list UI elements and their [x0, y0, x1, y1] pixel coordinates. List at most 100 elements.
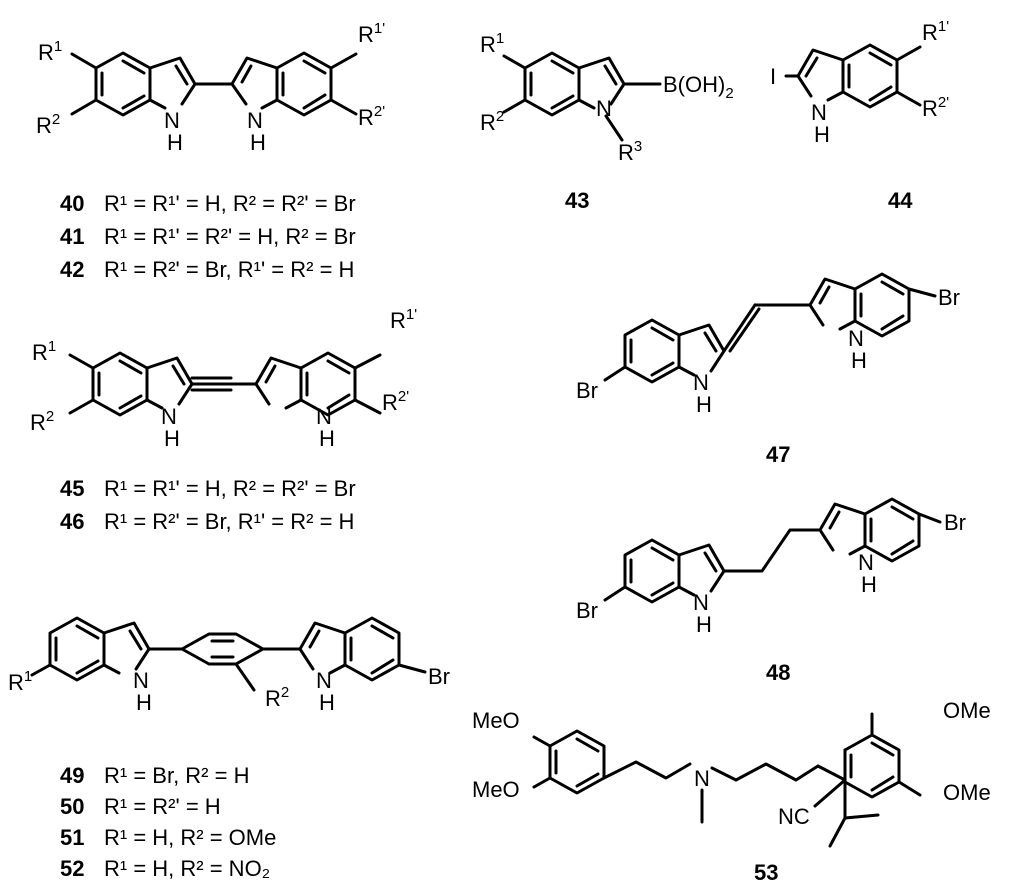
- r2-label: R: [265, 686, 281, 711]
- r1-prime-label: R: [358, 22, 374, 47]
- r2-label: R: [30, 410, 46, 435]
- h-label: H: [136, 690, 152, 715]
- boronic-acid-label: B(OH): [663, 72, 725, 97]
- vinylene-bisindole-structure: [603, 272, 937, 384]
- compound-formula: R¹ = R¹' = H, R² = R²' = Br: [104, 191, 356, 216]
- svg-text:R3: R3: [618, 138, 642, 165]
- bromo-label: Br: [576, 378, 598, 403]
- compound-formula: R¹ = R²' = Br, R¹' = R² = H: [104, 509, 354, 534]
- biindole-structure: [70, 51, 358, 117]
- r3-label: R: [618, 140, 634, 165]
- bromo-label: Br: [944, 510, 966, 535]
- compound-number: 45: [60, 476, 84, 501]
- boronic-acid-structure: [502, 51, 662, 142]
- nh-label: N: [693, 590, 709, 615]
- bromo-label: Br: [938, 285, 960, 310]
- amine-n-label: N: [694, 766, 710, 791]
- nh-label: N: [164, 108, 180, 133]
- nh-label: N: [858, 550, 874, 575]
- compound-number: 50: [60, 794, 84, 819]
- h-label: H: [164, 426, 180, 451]
- h-label: H: [861, 572, 877, 597]
- r1-label: R: [32, 340, 48, 365]
- h-label: H: [167, 130, 183, 155]
- compound-formula: R¹ = R¹' = R²' = H, R² = Br: [104, 224, 356, 249]
- svg-text:R2': R2': [922, 94, 949, 121]
- nitrile-label: NC: [778, 804, 810, 829]
- svg-text:R1': R1': [358, 20, 385, 47]
- r1-label: R: [38, 40, 54, 65]
- compound-formula: R¹ = R²' = Br, R¹' = R² = H: [104, 257, 354, 282]
- ethylene-bisindole-structure: [603, 497, 942, 604]
- svg-text:R1': R1': [390, 306, 417, 333]
- nh-label: N: [848, 326, 864, 351]
- methoxy-label: OMe: [943, 780, 991, 805]
- bromo-label: Br: [576, 598, 598, 623]
- svg-text:B(OH)2: B(OH)2: [663, 72, 734, 102]
- methoxy-label: MeO: [472, 708, 520, 733]
- nh-label: N: [247, 108, 263, 133]
- r2-prime-label: R: [358, 105, 374, 130]
- h-label: H: [851, 348, 867, 373]
- nh-label: N: [316, 668, 332, 693]
- compound-number: 48: [766, 660, 790, 685]
- n-label: N: [596, 96, 612, 121]
- r1-prime-label: R: [922, 20, 938, 45]
- h-label: H: [696, 612, 712, 637]
- h-label: H: [696, 392, 712, 417]
- nh-label: N: [133, 668, 149, 693]
- r1-prime-label: R: [390, 308, 406, 333]
- compound-number: 42: [60, 257, 84, 282]
- compound-formula: R¹ = H, R² = OMe: [104, 825, 276, 850]
- svg-text:R2': R2': [358, 103, 385, 130]
- nh-label: N: [316, 404, 332, 429]
- h-label: H: [250, 130, 266, 155]
- r2-prime-label: R: [382, 390, 398, 415]
- nh-label: N: [811, 100, 827, 125]
- nh-label: N: [161, 404, 177, 429]
- compound-number: 40: [60, 191, 84, 216]
- h-label: H: [319, 426, 335, 451]
- bromo-label: Br: [428, 664, 450, 689]
- compound-number: 51: [60, 825, 84, 850]
- compound-number: 43: [565, 188, 589, 213]
- methoxy-label: MeO: [472, 777, 520, 802]
- nh-label: N: [693, 370, 709, 395]
- svg-text:R1: R1: [8, 668, 32, 695]
- svg-text:R2: R2: [30, 408, 54, 435]
- compound-number: 49: [60, 763, 84, 788]
- r1-label: R: [480, 32, 496, 57]
- svg-text:R1: R1: [38, 38, 62, 65]
- svg-text:R2: R2: [265, 684, 289, 711]
- compound-formula: R¹ = R²' = H: [104, 794, 221, 819]
- h-label: H: [319, 690, 335, 715]
- methoxy-label: OMe: [943, 698, 991, 723]
- svg-text:R1': R1': [922, 18, 949, 45]
- alkyne-bisindole-structure: [68, 351, 382, 417]
- svg-text:R2': R2': [382, 388, 409, 415]
- svg-text:R2: R2: [36, 111, 60, 138]
- compound-number: 41: [60, 224, 84, 249]
- svg-text:R2: R2: [480, 108, 504, 135]
- compound-formula: R¹ = R¹' = H, R² = R²' = Br: [104, 476, 356, 501]
- compound-number: 47: [766, 442, 790, 467]
- r2-label: R: [480, 110, 496, 135]
- svg-text:R1: R1: [32, 338, 56, 365]
- iodine-label: I: [770, 64, 776, 89]
- phenylene-bisindole-structure: [30, 616, 427, 692]
- verapamil-structure: [532, 712, 922, 848]
- r2-prime-label: R: [922, 96, 938, 121]
- r1-label: R: [8, 670, 24, 695]
- compound-number: 44: [888, 188, 913, 213]
- r2-label: R: [36, 113, 52, 138]
- svg-text:R1: R1: [480, 30, 504, 57]
- compound-number: 46: [60, 509, 84, 534]
- compound-number: 52: [60, 856, 84, 881]
- compound-formula: R¹ = Br, R² = H: [104, 763, 249, 788]
- iodoindole-structure: [784, 43, 922, 109]
- compound-number: 53: [754, 860, 778, 885]
- h-label: H: [814, 122, 830, 147]
- compound-formula: R¹ = H, R² = NO₂: [104, 856, 270, 881]
